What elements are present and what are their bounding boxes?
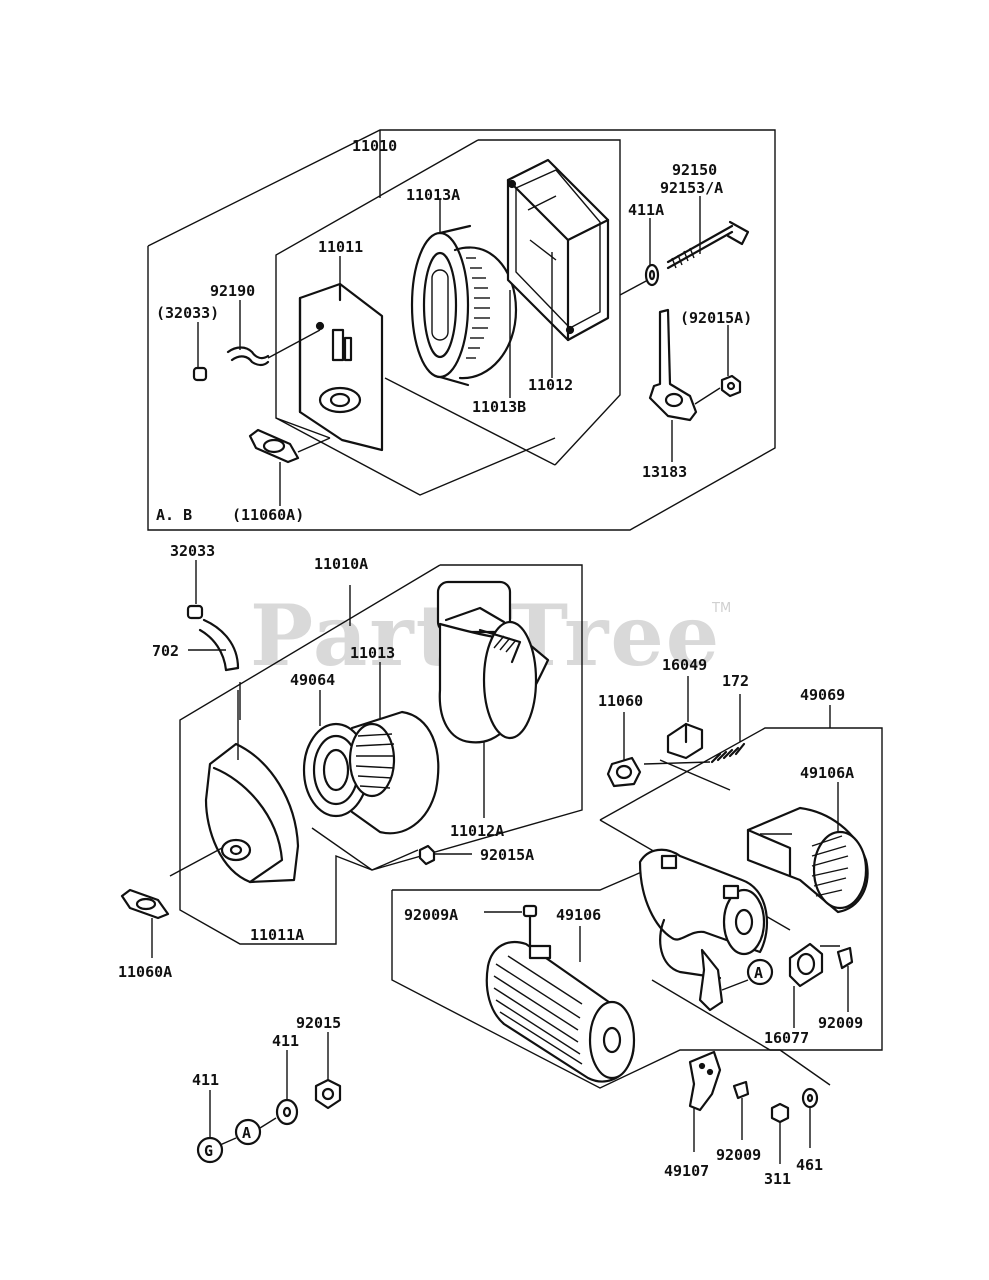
label-92153-a: 92153/A	[660, 179, 723, 197]
spark-arrester-49106	[485, 926, 636, 1083]
heat-shield-49106A	[746, 782, 869, 914]
label-11013a: 11013A	[406, 186, 460, 204]
label-11013: 11013	[350, 644, 395, 662]
label-92009-bottom: 92009	[716, 1146, 761, 1164]
gasket-11060A-top	[248, 428, 331, 464]
label-311: 311	[764, 1170, 791, 1188]
nut-92015	[314, 1032, 342, 1110]
label-11011: 11011	[318, 238, 363, 256]
label-11010: 11010	[352, 137, 397, 155]
label-11010a: 11010A	[314, 555, 368, 573]
screw-92009-bottom	[732, 1080, 750, 1140]
filter-11013	[302, 662, 440, 835]
washer-411-right	[275, 1050, 299, 1126]
nut-311	[770, 1102, 790, 1164]
label-11060a: 11060A	[118, 963, 172, 981]
cover-11012	[506, 158, 649, 342]
label-411a: 411A	[628, 201, 664, 219]
label-49064: 49064	[290, 671, 335, 689]
pin-32033	[192, 366, 208, 382]
washer-411A	[644, 263, 660, 287]
label-11060a-paren: (11060A)	[232, 506, 304, 524]
breather-tube-92190	[226, 329, 321, 367]
muffler-body	[638, 848, 769, 1012]
label-172: 172	[722, 672, 749, 690]
label-group-ab: A. B	[156, 506, 192, 524]
lower-left-frame	[179, 564, 583, 945]
base-plate-11011	[298, 282, 384, 452]
top-leader-lines	[197, 196, 729, 506]
part-labels: 11010 92150 92153/A 11013A 411A 11011 92…	[118, 137, 863, 1188]
nut-92015A-lower	[418, 844, 472, 866]
bolt-92009-right	[836, 946, 854, 1012]
tube-702	[186, 560, 240, 672]
label-92150: 92150	[672, 161, 717, 179]
callout-a-lower-left: A	[219, 1117, 277, 1146]
washer-411-left-glyph: G	[204, 1142, 213, 1160]
label-461: 461	[796, 1156, 823, 1174]
top-inner-frame	[275, 139, 621, 496]
label-32033: 32033	[170, 542, 215, 560]
label-92015: 92015	[296, 1014, 341, 1032]
label-92015a-paren: (92015A)	[680, 309, 752, 327]
label-49107: 49107	[664, 1162, 709, 1180]
label-16049: 16049	[662, 656, 707, 674]
label-16077: 16077	[764, 1029, 809, 1047]
label-92015a: 92015A	[480, 846, 534, 864]
cover-11012A	[436, 580, 550, 818]
label-11011a: 11011A	[250, 926, 304, 944]
label-32033-paren: (32033)	[156, 304, 219, 322]
watermark-trademark: TM	[711, 601, 731, 616]
bracket-49107	[688, 1050, 722, 1152]
screw-92009A	[484, 904, 538, 948]
nut-92015A-top	[720, 374, 742, 398]
spring-172	[643, 694, 746, 765]
label-92190: 92190	[210, 282, 255, 300]
label-411-right: 411	[272, 1032, 299, 1050]
label-702: 702	[152, 642, 179, 660]
gasket-11060	[606, 712, 642, 788]
top-assembly-frame	[147, 129, 776, 531]
label-92009a: 92009A	[404, 906, 458, 924]
cap-16049	[666, 676, 704, 760]
label-49069: 49069	[800, 686, 845, 704]
label-92009-right: 92009	[818, 1014, 863, 1032]
callout-a-right: A	[746, 958, 774, 986]
base-11011A	[169, 690, 300, 884]
label-11012: 11012	[528, 376, 573, 394]
bracket-13183	[648, 308, 721, 422]
label-11012a: 11012A	[450, 822, 504, 840]
callout-a-lower-left-text: A	[242, 1124, 251, 1142]
callout-a-right-text: A	[754, 964, 763, 982]
label-49106: 49106	[556, 906, 601, 924]
label-411-left: 411	[192, 1071, 219, 1089]
label-11060: 11060	[598, 692, 643, 710]
filter-element-11013A	[410, 224, 518, 387]
label-49106a: 49106A	[800, 764, 854, 782]
washer-461	[801, 1087, 819, 1148]
flange-16077	[788, 942, 840, 1028]
label-11013b: 11013B	[472, 398, 526, 416]
gasket-11060A-lower	[120, 888, 170, 958]
washer-411-left: G	[196, 1090, 224, 1164]
label-13183: 13183	[642, 463, 687, 481]
bolt-92150	[666, 220, 750, 270]
